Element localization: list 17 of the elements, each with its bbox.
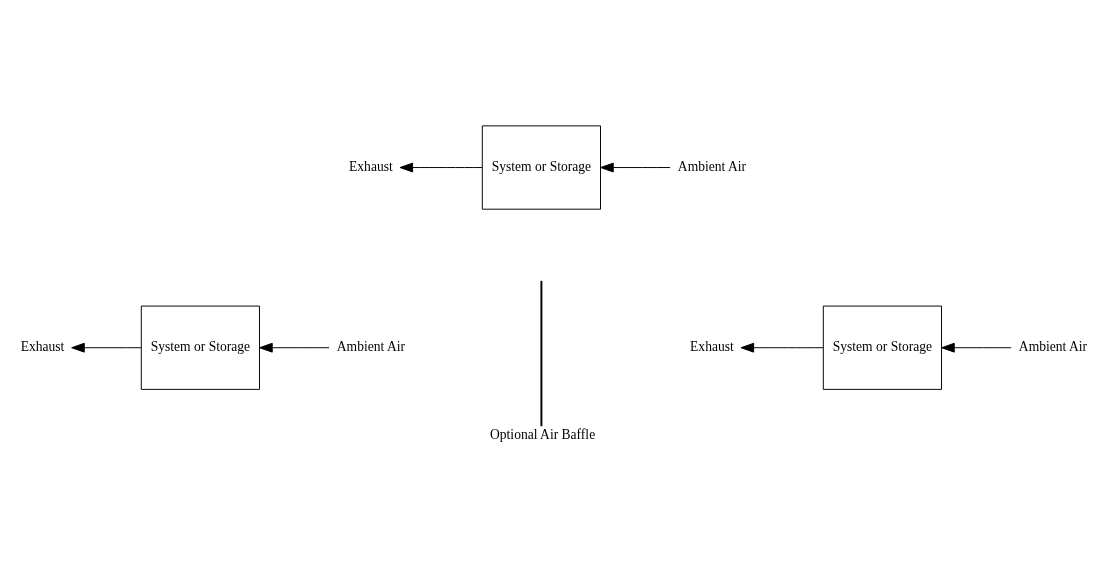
node-text: Exhaust bbox=[20, 339, 65, 355]
arrow bbox=[71, 342, 142, 353]
node-text: Exhaust bbox=[349, 159, 393, 175]
node-box bbox=[540, 280, 543, 427]
arrow bbox=[259, 342, 330, 353]
node-box: System or Storage bbox=[481, 125, 601, 210]
node-text: Ambient Air bbox=[1018, 339, 1087, 355]
node-box: System or Storage bbox=[140, 305, 260, 390]
arrow bbox=[600, 162, 671, 173]
node-text: Ambient Air bbox=[336, 339, 405, 355]
node-text: Ambient Air bbox=[677, 159, 746, 175]
node-label: Optional Air Baffle bbox=[490, 426, 596, 442]
node-box: System or Storage bbox=[822, 305, 942, 390]
arrow bbox=[740, 342, 824, 353]
node-text: Exhaust bbox=[690, 339, 734, 355]
arrow bbox=[941, 342, 1012, 353]
arrow bbox=[399, 162, 483, 173]
